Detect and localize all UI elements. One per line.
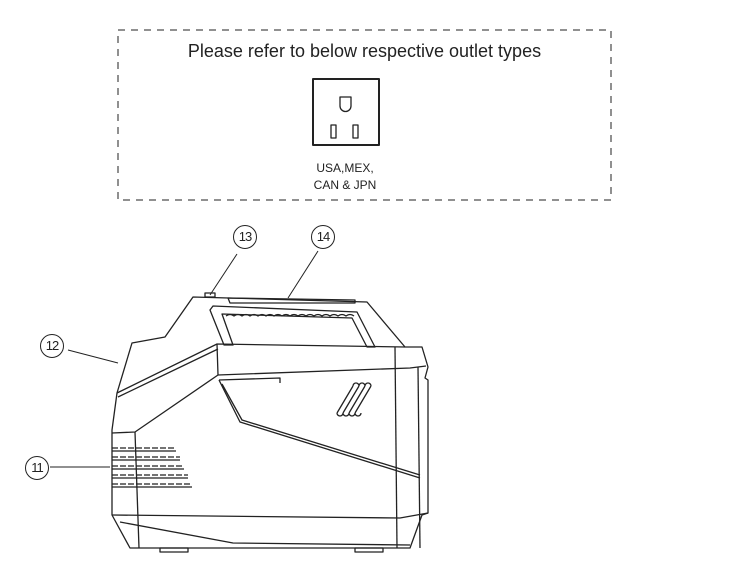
outlet-region-label-line1: USA,MEX, — [316, 161, 374, 175]
power-station-outline — [111, 292, 429, 553]
outlet-panel-border — [117, 29, 612, 201]
side-vent-slots — [336, 382, 372, 417]
callout-11: 11 — [25, 456, 49, 480]
callout-14: 14 — [311, 225, 335, 249]
front-vent-slots — [112, 447, 192, 488]
callout-13: 13 — [233, 225, 257, 249]
outlet-panel-title: Please refer to below respective outlet … — [187, 41, 542, 61]
leader-lines — [50, 250, 319, 468]
callout-12: 12 — [40, 334, 64, 358]
us-type-b-outlet-icon — [312, 78, 380, 146]
outlet-region-label-line2: CAN & JPN — [313, 178, 377, 192]
